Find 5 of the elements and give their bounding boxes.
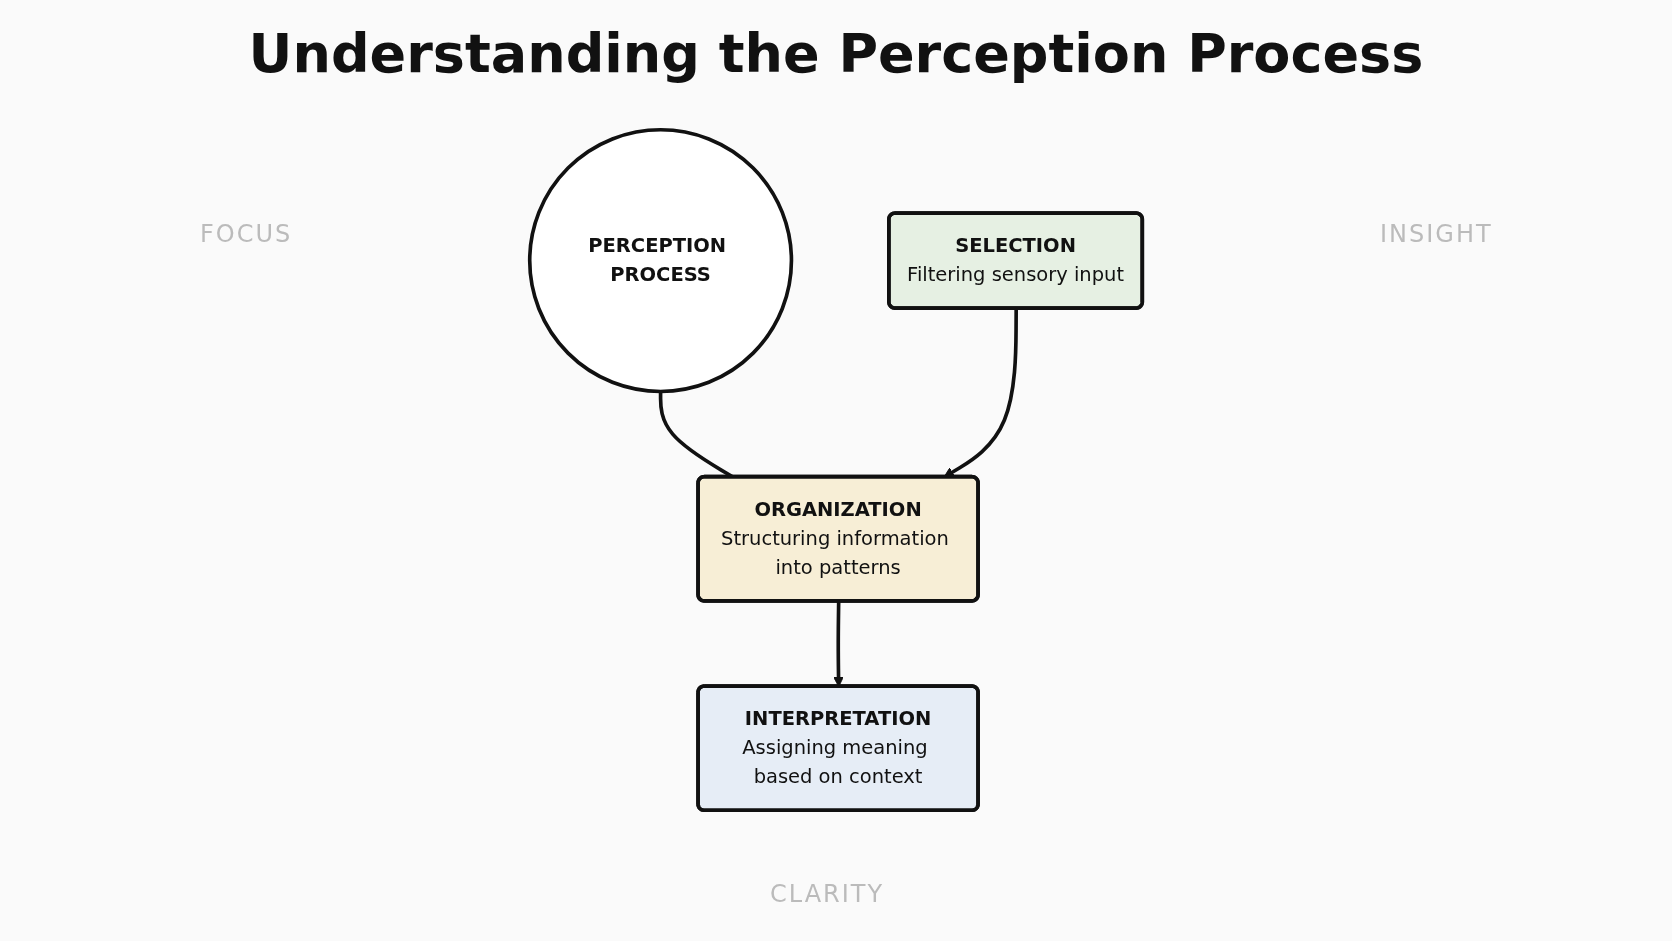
ring-label: FOCUS xyxy=(200,220,293,248)
node-circle: PERCEPTION PROCESS xyxy=(527,127,794,394)
title: Understanding the Perception Process xyxy=(247,22,1425,85)
ring-label: CLARITY xyxy=(770,880,885,908)
ring-label: INSIGHT xyxy=(1380,220,1493,248)
